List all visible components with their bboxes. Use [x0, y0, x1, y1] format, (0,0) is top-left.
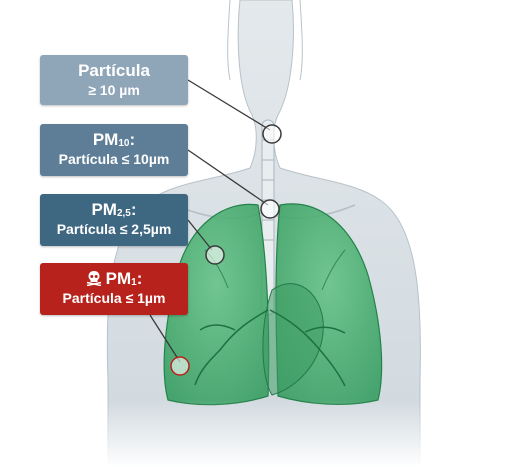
- label-title: Partícula: [40, 61, 188, 81]
- label-subtitle: Partícula ≤ 10µm: [40, 150, 188, 168]
- label-pm1: PM1: Partícula ≤ 1µm: [40, 263, 188, 315]
- label-subtitle: Partícula ≤ 2,5µm: [40, 220, 188, 238]
- label-title: PM2,5:: [40, 200, 188, 220]
- label-title: PM10:: [40, 130, 188, 150]
- marker-pm25: [206, 246, 224, 264]
- label-pm10: PM10: Partícula ≤ 10µm: [40, 124, 188, 176]
- label-title: PM1:: [40, 269, 188, 289]
- label-pm25: PM2,5: Partícula ≤ 2,5µm: [40, 194, 188, 246]
- marker-coarse: [263, 125, 281, 143]
- marker-pm10: [261, 200, 279, 218]
- label-particle-coarse: Partícula ≥ 10 µm: [40, 55, 188, 105]
- skull-icon: [86, 270, 102, 286]
- label-subtitle: Partícula ≤ 1µm: [40, 289, 188, 307]
- label-subtitle: ≥ 10 µm: [40, 81, 188, 99]
- marker-pm1: [171, 357, 189, 375]
